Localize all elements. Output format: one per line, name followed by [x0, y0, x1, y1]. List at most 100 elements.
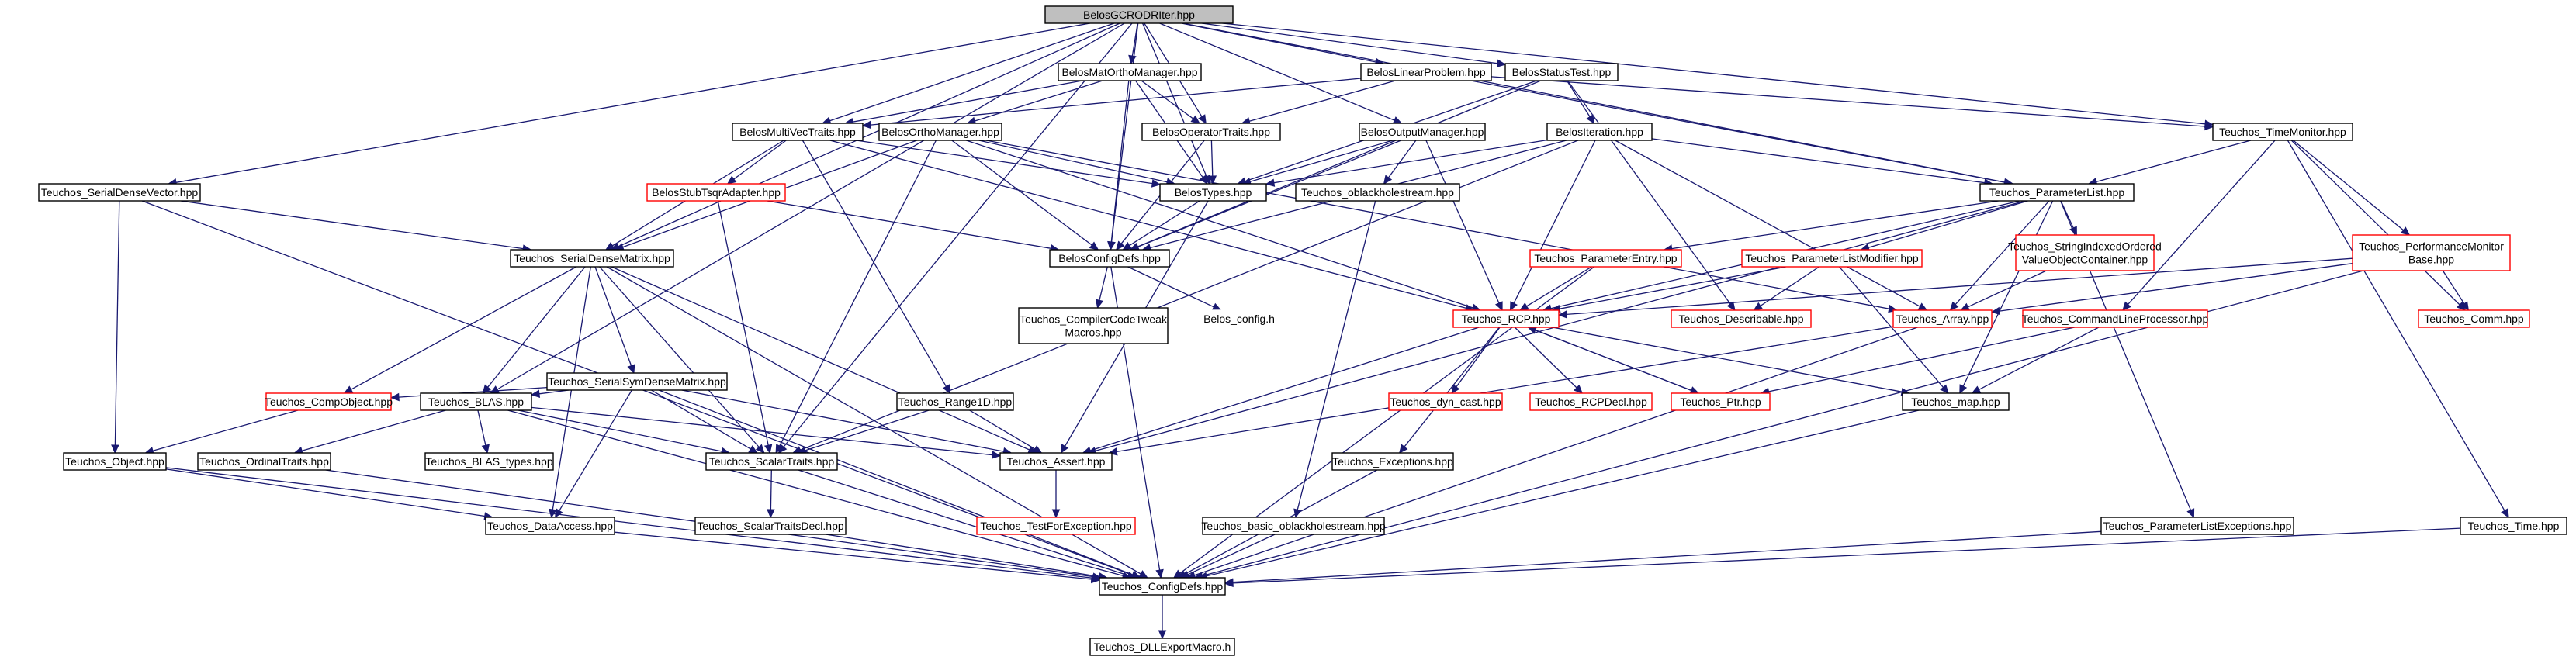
- edge-line: [1566, 80, 1591, 117]
- node-rcp[interactable]: Teuchos_RCP.hpp: [1452, 309, 1560, 328]
- node-box: [1359, 123, 1486, 141]
- node-sdmat[interactable]: Teuchos_SerialDenseMatrix.hpp: [510, 249, 674, 268]
- edge-line: [1206, 409, 1920, 577]
- node-configdefs[interactable]: BelosConfigDefs.hpp: [1049, 249, 1170, 268]
- node-sdvec[interactable]: Teuchos_SerialDenseVector.hpp: [38, 183, 201, 202]
- edge-root-to-statustest: [1201, 22, 1507, 68]
- node-rcpdecl[interactable]: Teuchos_RCPDecl.hpp: [1529, 392, 1653, 411]
- node-cmdline[interactable]: Teuchos_CommandLineProcessor.hpp: [2022, 309, 2209, 328]
- node-range1d[interactable]: Teuchos_Range1D.hpp: [896, 392, 1014, 411]
- edge-tconfig-to-dllexport: [1158, 595, 1167, 640]
- node-box: [38, 183, 201, 202]
- edge-line: [1249, 80, 1396, 122]
- edge-line: [618, 22, 1120, 247]
- node-box: [1671, 309, 1812, 328]
- node-matortho[interactable]: BelosMatOrthoManager.hpp: [1058, 63, 1202, 81]
- node-describable[interactable]: Teuchos_Describable.hpp: [1671, 309, 1812, 328]
- edge-line: [2287, 140, 2505, 511]
- edge-paramlist-to-array: [1949, 200, 2050, 311]
- edge-line: [1552, 327, 1903, 392]
- node-belostypes[interactable]: BelosTypes.hpp: [1159, 183, 1267, 202]
- edge-arrowhead: [1158, 630, 1167, 640]
- edge-arrowhead: [1190, 115, 1200, 124]
- node-tsqr[interactable]: BelosStubTsqrAdapter.hpp: [646, 183, 786, 202]
- edge-arrowhead: [1107, 241, 1116, 251]
- edge-line: [829, 140, 1466, 309]
- node-paramlist[interactable]: Teuchos_ParameterList.hpp: [1979, 183, 2135, 202]
- edge-arrowhead: [1494, 301, 1503, 312]
- node-box: [420, 392, 532, 411]
- edge-iteration-to-array: [1615, 140, 1928, 311]
- node-assert[interactable]: Teuchos_Assert.hpp: [999, 452, 1113, 471]
- node-linprob[interactable]: BelosLinearProblem.hpp: [1360, 63, 1492, 81]
- node-scalartraits[interactable]: Teuchos_ScalarTraits.hpp: [705, 452, 838, 471]
- edge-line: [767, 200, 1051, 249]
- edge-cmdline-to-ptr: [1760, 327, 2075, 396]
- node-box: [999, 452, 1113, 471]
- node-label: Teuchos_CompObject.hpp: [265, 396, 393, 408]
- node-map[interactable]: Teuchos_map.hpp: [1902, 392, 2010, 411]
- node-basicoblack[interactable]: Teuchos_basic_oblackholestream.hpp: [1201, 517, 1386, 535]
- edge-line: [1979, 327, 2100, 390]
- node-timemon[interactable]: Teuchos_TimeMonitor.hpp: [2212, 123, 2353, 141]
- node-iteration[interactable]: BelosIteration.hpp: [1546, 123, 1653, 141]
- node-array[interactable]: Teuchos_Array.hpp: [1892, 309, 1993, 328]
- edge-sdsym-to-dataaccess: [554, 389, 632, 519]
- node-dataaccess[interactable]: Teuchos_DataAccess.hpp: [485, 517, 615, 535]
- node-label: BelosOutputManager.hpp: [1361, 126, 1484, 138]
- edge-arrowhead: [1496, 59, 1507, 68]
- node-outmgr[interactable]: BelosOutputManager.hpp: [1359, 123, 1486, 141]
- edge-line: [301, 409, 446, 451]
- edge-dataaccess-to-tconfig: [614, 531, 1101, 584]
- node-object[interactable]: Teuchos_Object.hpp: [63, 452, 167, 471]
- node-multivec[interactable]: BelosMultiVecTraits.hpp: [732, 123, 864, 141]
- node-label: Teuchos_TimeMonitor.hpp: [2219, 126, 2346, 138]
- edge-line: [531, 406, 993, 456]
- node-label: Teuchos_Exceptions.hpp: [1332, 455, 1453, 468]
- edge-arrowhead: [1198, 114, 1207, 125]
- node-stringidx[interactable]: Teuchos_StringIndexedOrderedValueObjectC…: [2008, 234, 2162, 271]
- edge-line: [1187, 534, 1276, 575]
- node-paramentry[interactable]: Teuchos_ParameterEntry.hpp: [1529, 249, 1682, 268]
- edge-assert-to-testforexc: [1051, 470, 1061, 519]
- node-box: [694, 517, 847, 535]
- node-paramlistmod[interactable]: Teuchos_ParameterListModifier.hpp: [1741, 249, 1923, 268]
- edge-line: [1868, 200, 2028, 248]
- edge-line: [614, 531, 1092, 580]
- node-statustest[interactable]: BelosStatusTest.hpp: [1504, 63, 1619, 81]
- node-dyncast[interactable]: Teuchos_dyn_cast.hpp: [1388, 392, 1503, 411]
- edge-line: [1566, 257, 2353, 316]
- node-label: Base.hpp: [2408, 254, 2454, 266]
- node-ordinal[interactable]: Teuchos_OrdinalTraits.hpp: [197, 452, 331, 471]
- node-box: [2418, 309, 2530, 328]
- edge-line: [1137, 140, 1402, 247]
- node-compobj[interactable]: Teuchos_CompObject.hpp: [265, 392, 393, 411]
- node-optraits[interactable]: BelosOperatorTraits.hpp: [1141, 123, 1281, 141]
- edge-sdvec-to-sdmat: [180, 200, 532, 253]
- node-belosconfig[interactable]: Belos_config.h: [1191, 309, 1287, 328]
- node-oblack[interactable]: Teuchos_oblackholestream.hpp: [1295, 183, 1460, 202]
- node-root[interactable]: BelosGCRODRIter.hpp: [1044, 5, 1234, 24]
- node-dllexport[interactable]: Teuchos_DLLExportMacro.h: [1089, 638, 1235, 656]
- node-comm[interactable]: Teuchos_Comm.hpp: [2418, 309, 2530, 328]
- edge-line: [1095, 200, 2026, 452]
- edge-line: [985, 140, 1889, 309]
- node-sdsym[interactable]: Teuchos_SerialSymDenseMatrix.hpp: [546, 372, 728, 391]
- node-testforexc[interactable]: Teuchos_TestForException.hpp: [976, 517, 1136, 535]
- edge-root-to-outmgr: [1159, 22, 1403, 124]
- node-orthomgr[interactable]: BelosOrthoManager.hpp: [878, 123, 1002, 141]
- edge-paramlistmod-to-describable: [1753, 266, 1819, 311]
- node-blas[interactable]: Teuchos_BLAS.hpp: [420, 392, 532, 411]
- node-time[interactable]: Teuchos_Time.hpp: [2460, 517, 2567, 535]
- node-blastypes[interactable]: Teuchos_BLAS_types.hpp: [424, 452, 554, 471]
- node-ptr[interactable]: Teuchos_Ptr.hpp: [1671, 392, 1771, 411]
- node-tconfig[interactable]: Teuchos_ConfigDefs.hpp: [1099, 577, 1226, 596]
- node-exceptions[interactable]: Teuchos_Exceptions.hpp: [1331, 452, 1454, 471]
- node-plexc[interactable]: Teuchos_ParameterListExceptions.hpp: [2100, 517, 2294, 535]
- node-scalardecl[interactable]: Teuchos_ScalarTraitsDecl.hpp: [694, 517, 847, 535]
- edge-arrowhead: [481, 444, 490, 454]
- edge-linprob-to-multivec: [861, 78, 1362, 130]
- node-box: [1452, 309, 1560, 328]
